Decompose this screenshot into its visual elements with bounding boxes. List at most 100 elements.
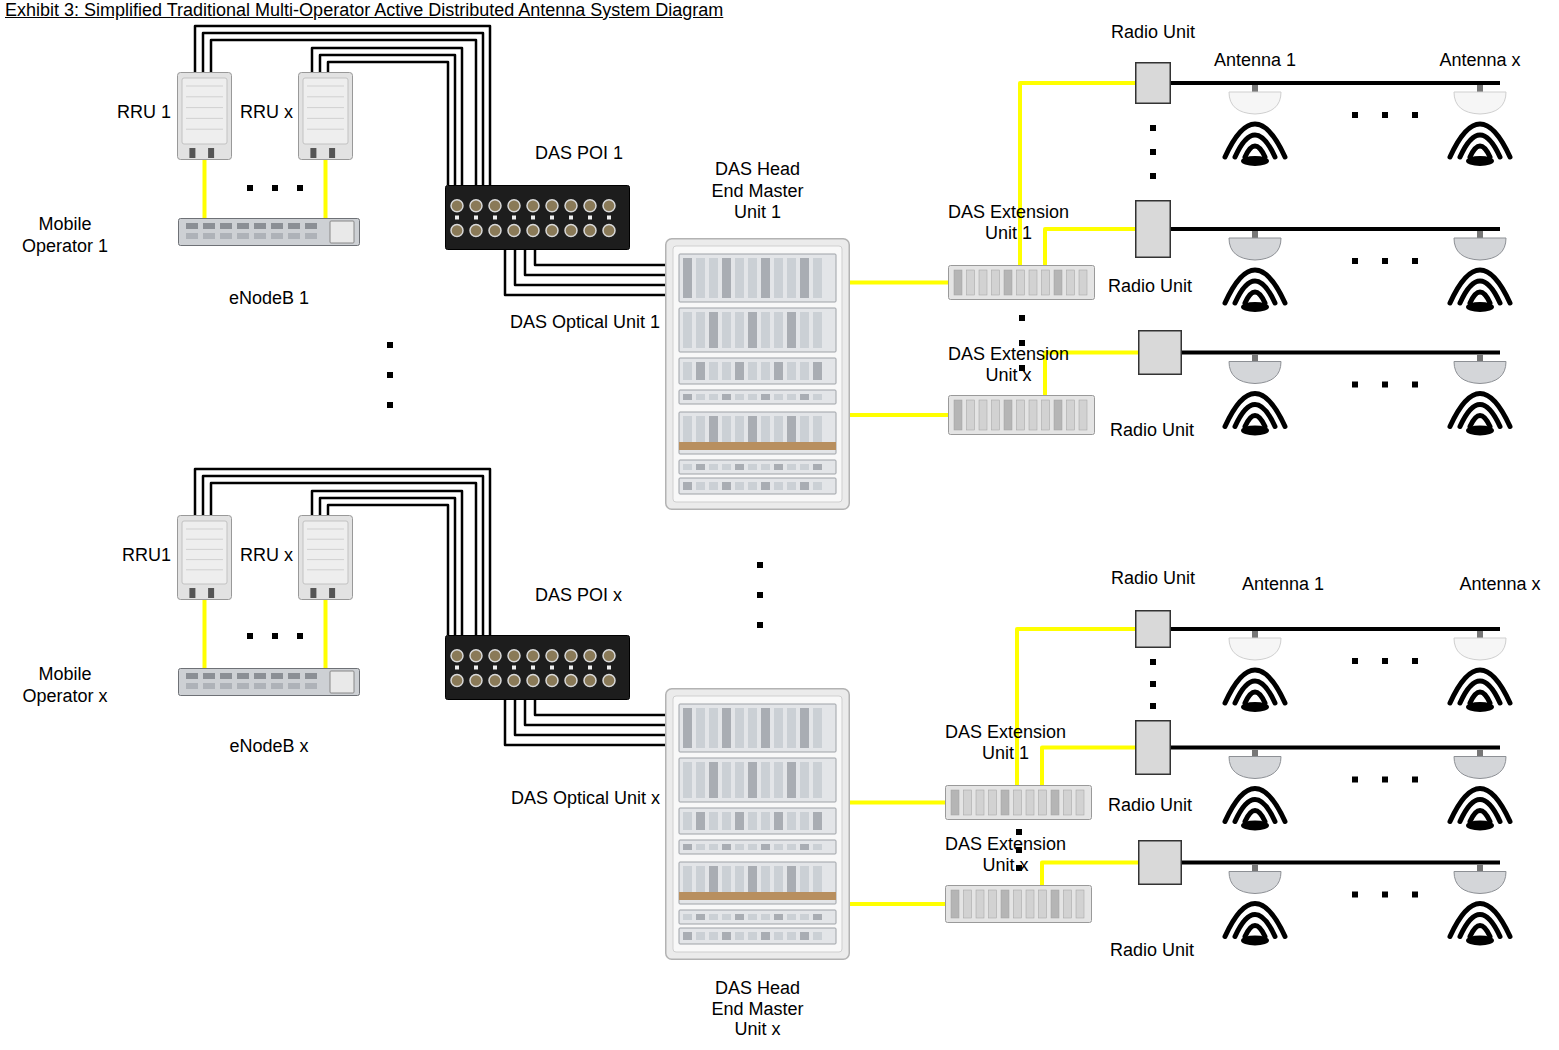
- antenna-mount: [1252, 631, 1258, 638]
- shape-detail: [774, 914, 783, 920]
- shape-detail: [696, 312, 705, 348]
- ellipsis-dot: [247, 633, 253, 639]
- shape-detail: [679, 808, 836, 834]
- shape-detail: [800, 258, 809, 298]
- connector-port: [489, 225, 501, 237]
- shape-detail: [666, 689, 850, 960]
- shape-detail: [787, 312, 796, 348]
- shape-detail: [787, 844, 796, 850]
- shape-detail: [1067, 400, 1075, 430]
- shape-detail: [474, 666, 478, 670]
- antenna-label: Antenna 1: [1214, 50, 1296, 72]
- shape-detail: [493, 216, 497, 220]
- shape-detail: [800, 464, 809, 470]
- shape-detail: [683, 812, 692, 830]
- enodeb-unit: eNodeB 1: [178, 218, 360, 246]
- unit-label: DAS Extension Unit 1: [943, 202, 1075, 245]
- shape-detail: [189, 588, 195, 598]
- shape-detail: [186, 118, 223, 119]
- shape-detail: [186, 549, 223, 550]
- shape-detail: [307, 96, 344, 97]
- shape-detail: [1079, 270, 1087, 295]
- shape-detail: [787, 812, 796, 830]
- connector-port: [470, 200, 482, 212]
- shape-detail: [709, 464, 718, 470]
- antenna-label: Antenna 1: [1242, 574, 1324, 596]
- shape-detail: [178, 516, 232, 600]
- antenna-cable: [1171, 81, 1500, 85]
- fiber-link: [1017, 629, 1135, 785]
- unit-label: RRU 1: [117, 102, 171, 124]
- shape-detail: [761, 258, 770, 298]
- ellipsis-dot: [387, 372, 393, 378]
- shape-detail: [813, 362, 822, 380]
- shape-detail: [203, 223, 215, 229]
- shape-detail: [800, 812, 809, 830]
- shape-detail: [307, 559, 344, 560]
- antenna-cable: [1171, 227, 1500, 231]
- shape-detail: [748, 932, 757, 940]
- shape-detail: [673, 696, 842, 952]
- shape-detail: [550, 216, 554, 220]
- rf-cable: [195, 469, 490, 635]
- radio-wave-symbol: [1466, 936, 1494, 946]
- shape-detail: [531, 216, 535, 220]
- shape-detail: [679, 478, 836, 494]
- shape-detail: [748, 464, 757, 470]
- shape-detail: [774, 362, 783, 380]
- shape-detail: [787, 708, 796, 748]
- radio-wave-symbol: [1241, 426, 1269, 436]
- shape-detail: [787, 914, 796, 920]
- shape-detail: [1026, 890, 1034, 918]
- shape-art: [445, 635, 630, 700]
- shape-detail: [1076, 790, 1084, 815]
- shape-detail: [954, 400, 962, 430]
- shape-detail: [761, 362, 770, 380]
- shape-detail: [696, 762, 705, 798]
- connector-port: [451, 225, 463, 237]
- radio-wave-symbol: [1460, 915, 1500, 937]
- antenna-mount: [1252, 750, 1258, 757]
- radio-wave-symbol: [1460, 681, 1500, 703]
- shape-detail: [303, 78, 348, 144]
- shape-detail: [761, 844, 770, 850]
- ellipsis-dot: [272, 185, 278, 191]
- shape-detail: [696, 844, 705, 850]
- shape-detail: [254, 223, 266, 229]
- shape-detail: [748, 312, 757, 348]
- rf-cable: [195, 26, 490, 185]
- unit-label: DAS Extension Unit 1: [940, 722, 1072, 765]
- shape-detail: [220, 683, 232, 689]
- connector-port: [603, 675, 615, 687]
- shape-detail: [683, 932, 692, 940]
- ellipsis-dot: [1412, 658, 1418, 664]
- radio-wave-symbol: [1470, 292, 1490, 303]
- radio-wave-symbol: [1470, 926, 1490, 937]
- ceiling-antenna: [1229, 757, 1281, 779]
- shape-detail: [179, 669, 360, 696]
- ellipsis-dot: [1382, 112, 1388, 118]
- shape-detail: [748, 812, 757, 830]
- shape-detail: [237, 683, 249, 689]
- shape-detail: [1001, 790, 1009, 815]
- shape-detail: [979, 270, 987, 295]
- connector-port: [584, 200, 596, 212]
- shape-detail: [774, 482, 783, 490]
- shape-detail: [954, 270, 962, 295]
- shape-detail: [186, 529, 223, 530]
- connector-port: [546, 650, 558, 662]
- ellipsis-dot: [757, 592, 763, 598]
- shape-art: [1135, 610, 1171, 648]
- radio-wave-symbol: [1241, 936, 1269, 946]
- shape-detail: [683, 914, 692, 920]
- shape-detail: [186, 539, 223, 540]
- connector-port: [527, 200, 539, 212]
- shape-detail: [307, 539, 344, 540]
- shape-detail: [813, 394, 822, 400]
- unit-label: DAS POI 1: [535, 143, 623, 165]
- ellipsis-dot: [1352, 658, 1358, 664]
- shape-detail: [761, 464, 770, 470]
- shape-detail: [800, 932, 809, 940]
- extension-unit: DAS Extension Unit x: [948, 395, 1095, 435]
